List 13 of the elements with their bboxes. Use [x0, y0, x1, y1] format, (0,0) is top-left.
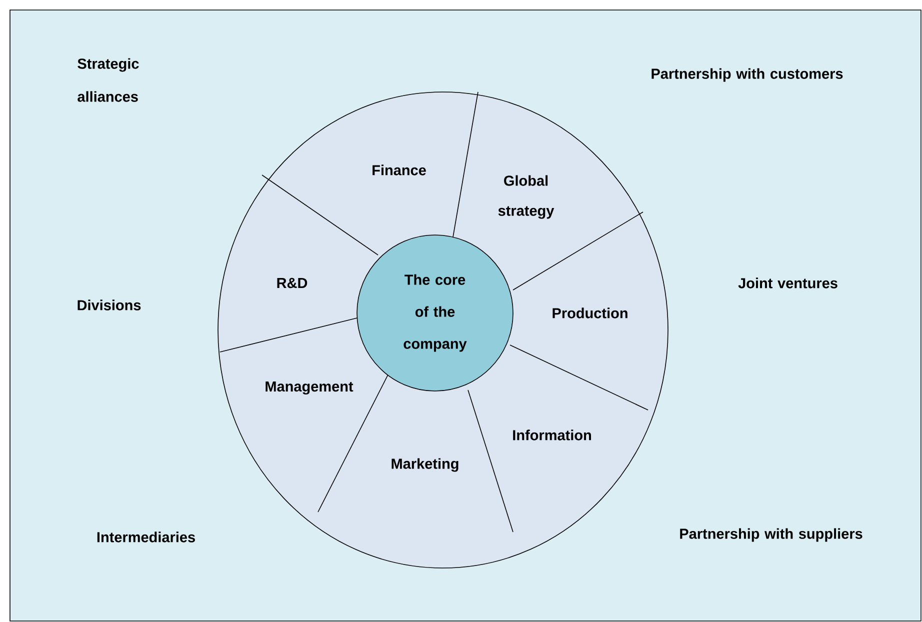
sector-label: Global strategy	[498, 175, 554, 219]
outer-label: Joint ventures	[738, 278, 838, 288]
sector-label: Finance	[372, 164, 426, 176]
sector-label: R&D	[277, 278, 308, 288]
sector-label: Production	[552, 308, 628, 318]
outer-label: Intermediaries	[97, 532, 195, 542]
outer-label: Divisions	[78, 300, 141, 310]
outer-label: Partnership with customers	[652, 68, 843, 82]
sector-label: Marketing	[392, 458, 458, 472]
outer-label: Partnership with suppliers	[680, 528, 862, 542]
outer-label: Strategic alliances	[78, 58, 139, 102]
sector-label: Information	[513, 430, 591, 440]
sector-label: Management	[266, 381, 354, 395]
